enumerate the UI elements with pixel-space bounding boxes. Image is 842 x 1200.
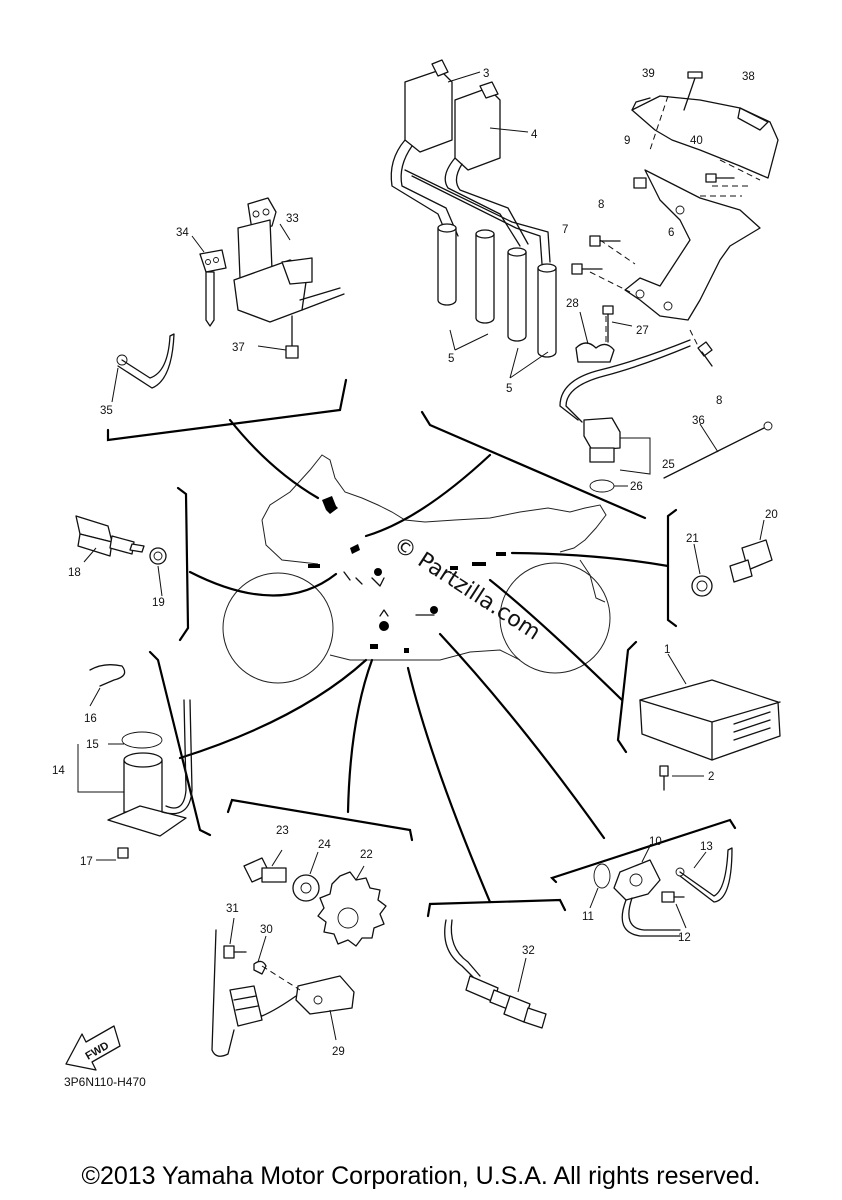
part-number: 11 xyxy=(582,911,594,923)
callout-line-32 xyxy=(406,666,492,904)
callout-line-14 xyxy=(178,658,368,760)
part-number: 5 xyxy=(506,383,512,395)
ecu-group xyxy=(639,653,781,791)
part-number: 7 xyxy=(562,224,568,236)
ignition-switch-group xyxy=(111,197,345,403)
part-number: 20 xyxy=(765,509,778,521)
part-number: 35 xyxy=(100,405,113,417)
callout-line-10 xyxy=(438,632,606,840)
sensor-20-group xyxy=(691,519,773,597)
part-number: 22 xyxy=(360,849,373,861)
part-number: 18 xyxy=(68,567,81,579)
part-number: 8 xyxy=(598,199,604,211)
part-number: 9 xyxy=(624,135,630,147)
part-number: 39 xyxy=(642,68,655,80)
copyright-notice: ©2013 Yamaha Motor Corporation, U.S.A. A… xyxy=(81,1162,761,1190)
drawing-code: 3P6N110-H470 xyxy=(64,1075,146,1089)
sensor-10-group xyxy=(589,845,733,937)
solenoid-group xyxy=(77,664,193,861)
part-number: 33 xyxy=(286,213,299,225)
callout-line-22 xyxy=(346,658,374,814)
part-number: 8 xyxy=(716,395,722,407)
part-number: 28 xyxy=(566,298,579,310)
part-number: 36 xyxy=(692,415,705,427)
svg-text:© Partzilla.com: © Partzilla.com xyxy=(389,532,545,645)
part-number: 31 xyxy=(226,903,239,915)
callout-brackets xyxy=(106,378,737,918)
part-number: 13 xyxy=(700,841,713,853)
part-number: 1 xyxy=(664,644,670,656)
location-markers xyxy=(308,496,506,653)
callout-line-ecu xyxy=(488,578,624,702)
part-number: 5 xyxy=(448,353,454,365)
part-number: 3 xyxy=(483,68,489,80)
part-number: 25 xyxy=(662,459,675,471)
callout-line-20 xyxy=(510,551,670,568)
ignition-coil-group xyxy=(390,59,557,379)
part-number-labels: 1 2 3 4 5 5 6 7 8 8 9 10 11 12 13 14 15 … xyxy=(52,68,778,1058)
part-number: 14 xyxy=(52,765,65,777)
part-number: 40 xyxy=(690,135,703,147)
part-number: 37 xyxy=(232,342,245,354)
part-number: 23 xyxy=(276,825,289,837)
part-number: 2 xyxy=(708,771,714,783)
part-number: 38 xyxy=(742,71,755,83)
part-number: 19 xyxy=(152,597,165,609)
part-number: 30 xyxy=(260,924,273,936)
part-number: 21 xyxy=(686,533,699,545)
part-number: 32 xyxy=(522,945,535,957)
part-number: 6 xyxy=(668,227,674,239)
forward-arrow-icon: FWD xyxy=(65,1025,121,1071)
watermark: © Partzilla.com xyxy=(389,532,545,645)
part-number: 10 xyxy=(649,836,662,848)
part-number: 16 xyxy=(84,713,97,725)
part-number: 26 xyxy=(630,481,643,493)
part-number: 29 xyxy=(332,1046,345,1058)
callout-line-18 xyxy=(188,570,338,597)
part-number: 17 xyxy=(80,856,93,868)
bracket-cover-group xyxy=(571,71,779,367)
part-number: 4 xyxy=(531,129,538,141)
part-number: 34 xyxy=(176,227,189,239)
temp-sensor-group xyxy=(75,515,167,597)
callout-line-coils xyxy=(364,453,492,538)
rotor-group xyxy=(211,849,387,1057)
part-number: 27 xyxy=(636,325,649,337)
sensor-25-group xyxy=(559,339,773,493)
part-number: 12 xyxy=(678,932,691,944)
part-number: 24 xyxy=(318,839,331,851)
o2-sensor-group xyxy=(444,919,547,1029)
callout-line-ignition xyxy=(228,418,320,500)
part-number: 15 xyxy=(86,739,99,751)
motorcycle-silhouette xyxy=(222,454,611,684)
